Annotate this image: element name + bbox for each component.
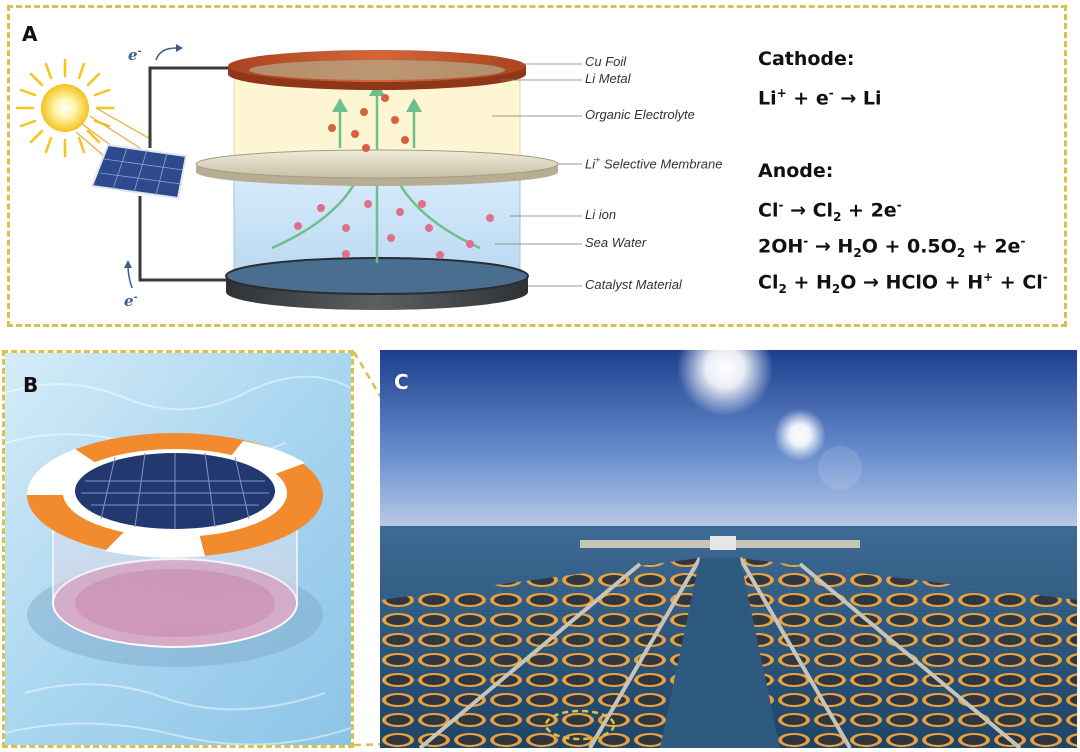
anode-heading: Anode: [758, 160, 834, 182]
equation-segment: O + 0.5O [861, 235, 957, 258]
panel-b: B [2, 350, 354, 748]
panel-c-letter: C [394, 370, 409, 394]
electron-arrow-bottom [127, 265, 133, 289]
cathode-equation: Li+ + e- → Li [758, 86, 882, 109]
solar-panel-top [75, 452, 275, 529]
label-li-ion: Li ion [585, 207, 617, 222]
label-cu-foil: Cu Foil [585, 54, 627, 69]
equation-segment: 2 [831, 282, 841, 297]
equation-segment: O → HClO + H [840, 271, 984, 294]
cu-foil-disk [228, 50, 526, 90]
equation-segment: - [828, 86, 834, 100]
equation-segment: - [803, 234, 809, 248]
equation-segment: 2 [778, 282, 787, 297]
equation-segment: → Cl [783, 199, 834, 222]
equation-segment: - [778, 198, 784, 212]
battery-diagram [15, 44, 582, 310]
anode-equation-1: Cl- → Cl2 + 2e- [758, 198, 902, 224]
solar-farm-illustration [380, 350, 1077, 748]
cathode-heading: Cathode: [758, 48, 855, 70]
panel-b-letter: B [23, 373, 39, 397]
label-selective-membrane: Li+ Selective Membrane [585, 155, 723, 172]
circuit-wires [138, 66, 228, 282]
equation-segment: 2 [833, 210, 842, 225]
catalyst-disk [225, 257, 529, 310]
panel-a: A [7, 5, 1067, 327]
equation-segment: Cl [758, 271, 779, 294]
equation-segment: - [1020, 234, 1026, 248]
equation-segment: 2OH [758, 235, 804, 258]
equation-segment: + Cl [993, 271, 1043, 294]
equation-segment: + 2e [841, 199, 897, 222]
sea-ions [294, 200, 494, 259]
equation-segment: - [1042, 270, 1048, 284]
floating-device-illustration [5, 353, 351, 745]
sun-icon [15, 58, 115, 158]
equation-segment: Cl [758, 199, 779, 222]
equation-segment: → Li [833, 87, 882, 110]
selective-membrane [195, 149, 559, 186]
label-li-metal: Li Metal [585, 71, 631, 86]
equation-segment: + e [786, 87, 829, 110]
anode-equation-3: Cl2 + H2O → HClO + H+ + Cl- [758, 270, 1048, 296]
label-organic-electrolyte: Organic Electrolyte [585, 107, 695, 122]
equation-segment: + [776, 86, 787, 100]
equation-segment: 2 [956, 246, 966, 261]
equation-segment: + H [786, 271, 832, 294]
sun-icon-c [677, 350, 773, 416]
panel-a-letter: A [22, 22, 38, 46]
electron-arrow-top [155, 47, 177, 61]
electron-label-top: e- [128, 46, 142, 64]
anode-equation-2: 2OH- → H2O + 0.5O2 + 2e- [758, 234, 1025, 260]
panel-c: C [380, 350, 1077, 748]
equation-segment: + [983, 270, 994, 284]
label-sea-water: Sea Water [585, 235, 647, 250]
solar-panel-icon [90, 143, 188, 200]
li-ions [328, 94, 409, 152]
equation-segment: 2 [853, 246, 862, 261]
highlighted-unit [544, 709, 616, 741]
equation-segment: → H [808, 235, 854, 258]
equation-segment: - [896, 198, 902, 212]
equation-segment: + 2e [965, 235, 1021, 258]
li-flow-arrows [338, 92, 416, 150]
leader-lines [492, 63, 582, 287]
label-catalyst-material: Catalyst Material [585, 277, 682, 292]
floating-units-left [380, 558, 700, 748]
equation-segment: Li [758, 87, 777, 110]
walkways [418, 556, 1022, 748]
electron-label-bottom: e- [124, 292, 138, 310]
